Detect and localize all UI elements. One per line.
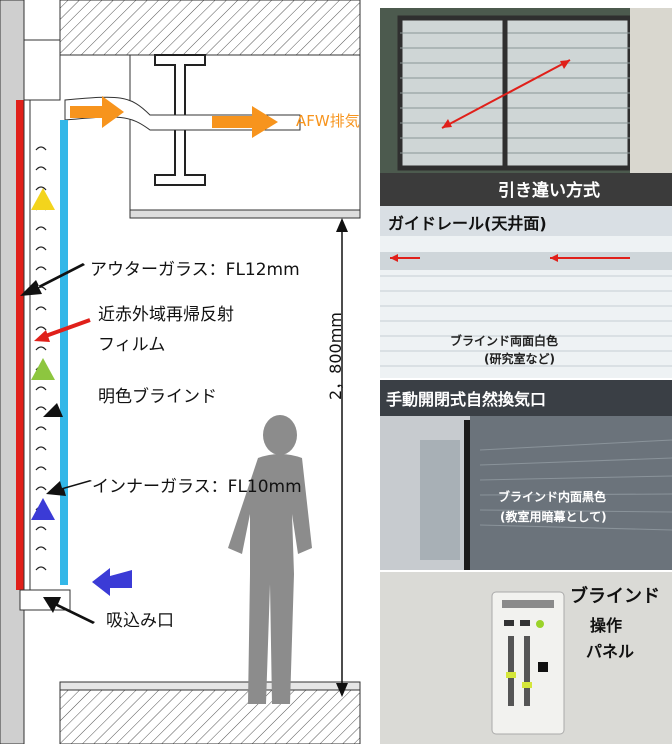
- dimension-arrow-bottom: [336, 683, 348, 697]
- photo-guide-rail: ブラインド両面白色 (研究室など): [380, 236, 672, 378]
- ceiling: [129, 209, 361, 219]
- afw-exhaust-label: AFW排気: [296, 112, 360, 130]
- guide-rail-caption-1: ブラインド両面白色: [450, 334, 559, 348]
- panel-caption-1: ブラインド: [570, 586, 660, 607]
- dimension-arrow-top: [336, 218, 348, 232]
- panel-caption-2: 操作: [590, 616, 623, 635]
- sliding-caption: 引き違い方式: [498, 181, 600, 201]
- guide-rail-caption-2: (研究室など): [484, 352, 555, 366]
- film-pointer: [39, 318, 91, 340]
- sliding-window-image: [380, 8, 672, 206]
- height-dimension-label: 2，800mm: [326, 312, 345, 400]
- upflow-arrow-green: [31, 358, 55, 380]
- floor: [59, 681, 361, 691]
- upper-slab: [59, 0, 361, 56]
- guide-rail-image: [380, 236, 672, 378]
- film-label-line2: フィルム: [98, 335, 166, 355]
- film-pointer-head: [34, 330, 50, 342]
- panel-caption-3: パネル: [586, 642, 635, 661]
- human-silhouette: [228, 415, 312, 704]
- photo-natural-vent: 手動開閉式自然換気口 ブラインド内面黒色 (教室用暗幕として): [380, 380, 672, 570]
- outer-glass-label: アウターガラス：FL12mm: [90, 260, 300, 280]
- film: [23, 99, 31, 591]
- inner-glass: [60, 120, 68, 585]
- upflow-arrow-blue: [31, 498, 55, 520]
- section-drawing: [0, 0, 361, 745]
- airflow-arrow-2: [212, 106, 278, 138]
- lower-slab: [59, 689, 361, 745]
- facade-section-diagram: AFW排気 アウターガラス：FL12mm 近赤外域再帰反射 フィルム 明色ブライ…: [0, 0, 361, 745]
- photo-sliding-window: 引き違い方式: [380, 8, 672, 206]
- guide-rail-header: ガイドレール(天井面): [380, 206, 672, 236]
- blind-label: 明色ブラインド: [98, 387, 217, 407]
- natural-vent-image: [380, 380, 672, 570]
- natural-vent-title: 手動開閉式自然換気口: [386, 390, 547, 409]
- upflow-arrow-yellow: [31, 188, 55, 210]
- photo-blind-panel: ブラインド 操作 パネル: [380, 572, 672, 744]
- natural-vent-caption-2: (教室用暗幕として): [500, 510, 607, 524]
- intake-arrow: [92, 568, 132, 596]
- upper-sash: [23, 39, 61, 101]
- natural-vent-caption-1: ブラインド内面黒色: [498, 490, 607, 504]
- pointer-arrows: [20, 263, 95, 624]
- airflow-arrow-1: [70, 96, 124, 128]
- intake-label: 吸込み口: [106, 611, 174, 631]
- outer-glass: [16, 100, 24, 590]
- blind-panel-image: [380, 572, 672, 744]
- guide-rail-title: ガイドレール(天井面): [388, 214, 547, 233]
- film-label-line1: 近赤外域再帰反射: [98, 305, 234, 325]
- inner-glass-label: インナーガラス：FL10mm: [92, 477, 302, 497]
- ceiling-void: [129, 54, 361, 216]
